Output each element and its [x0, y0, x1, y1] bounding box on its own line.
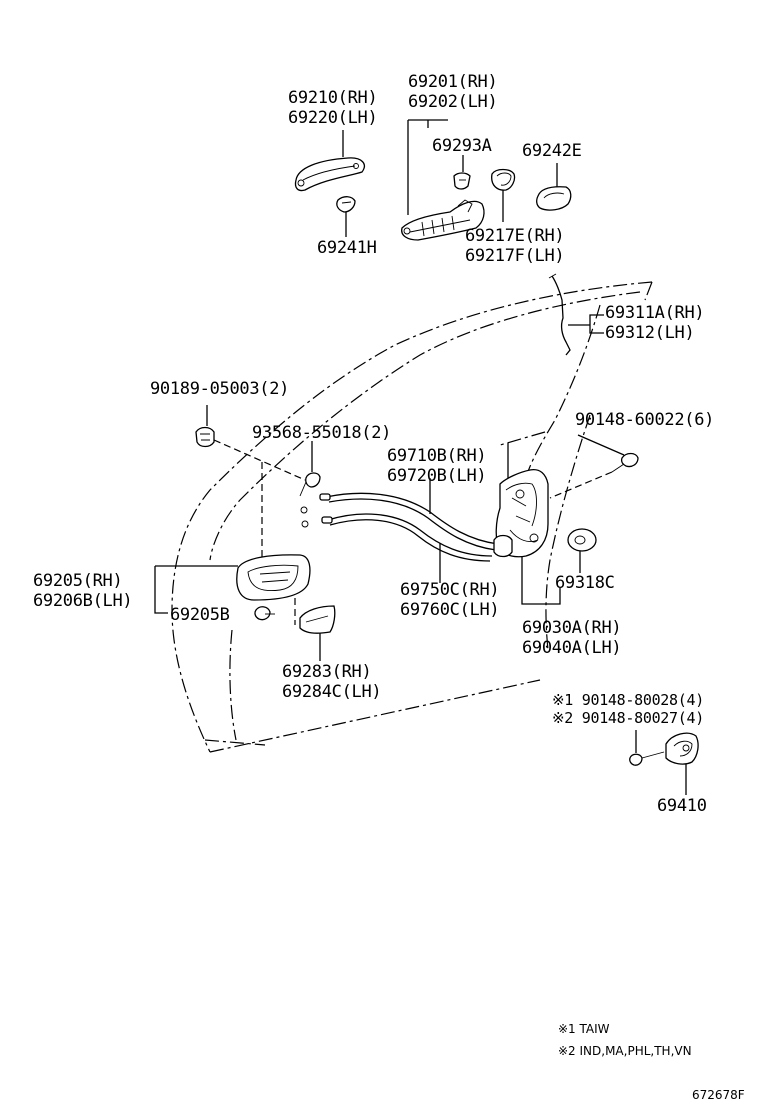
- cover-69241h: [336, 196, 356, 213]
- label-69217f-lh: 69217F(LH): [465, 246, 565, 266]
- cover-69242e: [536, 186, 572, 211]
- label-90189-05003: 90189-05003(2): [150, 379, 290, 399]
- handle-frame-69201: [401, 199, 485, 241]
- label-69318c: 69318C: [555, 573, 615, 593]
- label-69206b-lh: 69206B(LH): [33, 591, 133, 611]
- label-90148-60022: 90148-60022(6): [575, 410, 715, 430]
- screw-93568: [299, 472, 321, 497]
- label-69241h: 69241H: [317, 238, 377, 258]
- bracket-69201: [407, 119, 448, 215]
- label-93568-55018: 93568-55018(2): [252, 423, 392, 443]
- label-69410: 69410: [657, 796, 707, 816]
- bracket-69030a: [521, 556, 561, 605]
- label-69201-rh: 69201(RH): [408, 72, 498, 92]
- clip-90189: [195, 426, 215, 448]
- leader-90148-60022: [577, 434, 625, 456]
- label-69205b: 69205B: [170, 605, 230, 625]
- drawing-code: 672678F: [692, 1088, 745, 1102]
- label-69220-lh: 69220(LH): [288, 108, 378, 128]
- screw-90148-60022: [611, 452, 639, 473]
- striker-69410: [665, 732, 699, 765]
- label-69312-lh: 69312(LH): [605, 323, 695, 343]
- door-lock-69030a: [493, 468, 549, 558]
- label-69205-rh: 69205(RH): [33, 571, 123, 591]
- footnote-ind-ma-phl-th-vn: ※2 IND,MA,PHL,TH,VN: [558, 1044, 692, 1058]
- bracket-69205: [154, 565, 238, 614]
- door-outline: [171, 281, 653, 753]
- label-69750c-rh: 69750C(RH): [400, 580, 500, 600]
- label-90148-80027: ※2 90148-80027(4): [552, 709, 704, 727]
- washer-69318c: [567, 528, 597, 552]
- outside-handle-69210: [294, 157, 365, 192]
- clip-69293a: [453, 172, 471, 190]
- label-69283-rh: 69283(RH): [282, 662, 372, 682]
- label-69217e-rh: 69217E(RH): [465, 226, 565, 246]
- footnote-taiw: ※1 TAIW: [558, 1022, 610, 1036]
- label-69710b-rh: 69710B(RH): [387, 446, 487, 466]
- label-69242e: 69242E: [522, 141, 582, 161]
- label-69210-rh: 69210(RH): [288, 88, 378, 108]
- label-69030a-rh: 69030A(RH): [522, 618, 622, 638]
- label-69284c-lh: 69284C(LH): [282, 682, 382, 702]
- label-69760c-lh: 69760C(LH): [400, 600, 500, 620]
- label-69293a: 69293A: [432, 136, 492, 156]
- label-90148-80028: ※1 90148-80028(4): [552, 691, 704, 709]
- label-69040a-lh: 69040A(LH): [522, 638, 622, 658]
- dash-90189: [213, 439, 306, 481]
- label-69720b-lh: 69720B(LH): [387, 466, 487, 486]
- rod-69311a: [548, 273, 571, 356]
- label-69311a-rh: 69311A(RH): [605, 303, 705, 323]
- inside-handle-69205: [236, 554, 311, 601]
- screw-69205b: [254, 606, 275, 621]
- gasket-69217e: [491, 168, 516, 191]
- screw-90148-80028: [629, 751, 665, 766]
- cable-69750c: [301, 513, 493, 562]
- dash-90148-60022: [549, 471, 613, 499]
- label-69202-lh: 69202(LH): [408, 92, 498, 112]
- bezel-69283: [299, 605, 336, 634]
- bracket-69710b: [429, 443, 509, 514]
- bracket-69311a: [568, 314, 604, 334]
